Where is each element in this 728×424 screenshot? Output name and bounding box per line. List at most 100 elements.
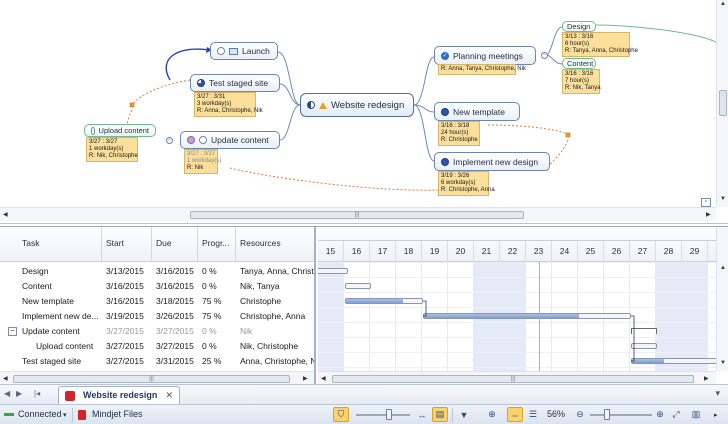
scroll-left-icon[interactable]: ◀ (3, 376, 8, 382)
zoom-slider-track[interactable] (590, 414, 652, 416)
funnel-filter-icon[interactable]: ▼ (459, 409, 469, 420)
detail-slider-track[interactable] (356, 414, 410, 416)
note-line: 3/27 : 3/31 (197, 94, 226, 100)
mindjet-files-icon (78, 410, 86, 420)
split-view-icon[interactable]: ⇔ (507, 407, 523, 422)
close-icon[interactable]: ✕ (165, 390, 173, 400)
column-header-start[interactable]: Start (102, 227, 152, 262)
scroll-down-icon[interactable]: ▼ (720, 196, 726, 202)
fit-width-icon[interactable]: ↔ (417, 409, 427, 420)
column-header-due[interactable]: Due (152, 227, 198, 262)
outline-view-icon[interactable]: ☰ (528, 409, 538, 419)
note-upload-content: 3/27 : 3/27 1 workday(s) R: Nik, Christo… (86, 137, 138, 162)
scroll-up-icon[interactable]: ▲ (720, 1, 726, 7)
scroll-thumb[interactable]: ||| (190, 211, 524, 219)
map-connectors (126, 24, 716, 191)
topic-launch[interactable]: Launch (210, 42, 278, 60)
topic-update-content[interactable]: Update content (180, 131, 280, 149)
fit-map-icon[interactable]: ⤢ (672, 409, 680, 419)
collapse-toggle[interactable]: − (166, 137, 173, 144)
central-topic[interactable]: Website redesign (300, 93, 414, 117)
topic-upload-content[interactable]: Upload content (84, 124, 156, 137)
scroll-right-icon[interactable]: ▶ (706, 212, 711, 218)
task-name: New template (22, 296, 74, 306)
task-bar[interactable] (345, 298, 423, 304)
tab-label: Website redesign (83, 390, 158, 400)
panel-layout-icon[interactable]: ▥ (691, 409, 701, 419)
zoom-slider-thumb[interactable] (604, 409, 610, 420)
zoom-out-icon[interactable]: ⊖ (576, 409, 584, 419)
note-planning-meetings: R: Anna, Tanya, Christophe, Nik (438, 64, 526, 75)
collapse-toggle[interactable]: − (541, 52, 548, 59)
connection-status[interactable]: Connected (18, 409, 62, 419)
day-header: 26 (604, 241, 630, 262)
scroll-down-icon[interactable]: ▼ (720, 360, 726, 366)
tab-website-redesign[interactable]: Website redesign ✕ (58, 386, 180, 405)
map-view-toggle[interactable]: ▫ (701, 198, 711, 207)
chevron-down-icon[interactable]: ▾ (63, 412, 67, 419)
scroll-thumb[interactable]: ||| (13, 375, 290, 383)
task-bar[interactable] (345, 283, 371, 289)
map-horizontal-scrollbar[interactable]: ◀ ||| ▶ (0, 207, 716, 221)
topic-new-template[interactable]: New template (434, 102, 520, 121)
chart-vertical-scrollbar[interactable]: ▲ ▼ (716, 227, 728, 371)
layout-toggle-icon[interactable]: ▤ (432, 407, 448, 422)
scroll-right-icon[interactable]: ▶ (704, 376, 709, 382)
scroll-thumb[interactable] (719, 90, 727, 116)
focus-icon[interactable]: ⊕ (488, 409, 496, 419)
tab-next-icon[interactable]: ▶ (16, 389, 23, 398)
status-separator (72, 408, 73, 422)
note-line: 3/27 : 3/27 (187, 151, 216, 157)
day-header: 18 (396, 241, 422, 262)
mind-map-canvas[interactable]: Website redesign Launch Test staged site… (0, 0, 728, 224)
column-header-task[interactable]: Task (0, 227, 102, 262)
task-bar[interactable] (423, 313, 631, 319)
summary-bar[interactable] (631, 328, 657, 334)
topic-update-content-label: Update content (211, 135, 269, 145)
note-line: 1 workday(s) (89, 146, 124, 152)
scroll-left-icon[interactable]: ◀ (321, 376, 326, 382)
mindjet-files-link[interactable]: Mindjet Files (92, 409, 143, 419)
filter-icon[interactable]: ⛉ (333, 407, 349, 422)
column-header-progress[interactable]: Progr... (198, 227, 236, 262)
gantt-chart[interactable]: 1516171819202122232425262728293031 ▲ ▼ ◀… (318, 227, 728, 385)
column-header-resources[interactable]: Resources (240, 238, 281, 248)
task-list-scrollbar[interactable]: ◀ ||| ▶ (0, 371, 314, 385)
day-header: 16 (344, 241, 370, 262)
scroll-thumb[interactable]: ||| (332, 375, 694, 383)
topic-planning-meetings[interactable]: ✓ Planning meetings (434, 46, 536, 65)
chevron-right-icon[interactable]: ▸ (714, 412, 718, 419)
note-line: 3/16 : 3/18 (441, 123, 470, 129)
task-due: 3/16/2015 (156, 281, 194, 291)
scroll-up-icon[interactable]: ▲ (720, 265, 726, 271)
task-bar[interactable] (631, 358, 728, 364)
task-bar[interactable] (631, 343, 657, 349)
collapse-toggle-icon[interactable]: − (8, 327, 17, 336)
tab-list-dropdown-icon[interactable]: ▾ (715, 388, 720, 398)
task-resources: Anna, Christophe, Nik (240, 356, 316, 366)
day-column (318, 262, 344, 371)
tab-prev-icon[interactable]: ◀ (4, 389, 11, 398)
map-vertical-scrollbar[interactable]: ▲ ▼ (716, 0, 728, 207)
scroll-right-icon[interactable]: ▶ (303, 376, 308, 382)
detail-slider-thumb[interactable] (386, 409, 392, 420)
topic-design[interactable]: Design (562, 21, 596, 32)
topic-test-staged-site[interactable]: Test staged site (190, 74, 280, 92)
mindjet-document-icon (65, 391, 75, 401)
gantt-task-list: Task Start Due Progr... Resources Design… (0, 227, 316, 385)
topic-content-label: Content (567, 59, 594, 68)
zoom-in-icon[interactable]: ⊕ (656, 409, 664, 419)
topic-implement-new-design[interactable]: Implement new design (434, 152, 550, 171)
chart-horizontal-scrollbar[interactable]: ◀ ||| ▶ (318, 371, 716, 385)
task-bar[interactable] (318, 268, 348, 274)
task-name: Design (22, 266, 49, 276)
topic-content[interactable]: Content (562, 58, 596, 69)
scroll-left-icon[interactable]: ◀ (3, 212, 8, 218)
